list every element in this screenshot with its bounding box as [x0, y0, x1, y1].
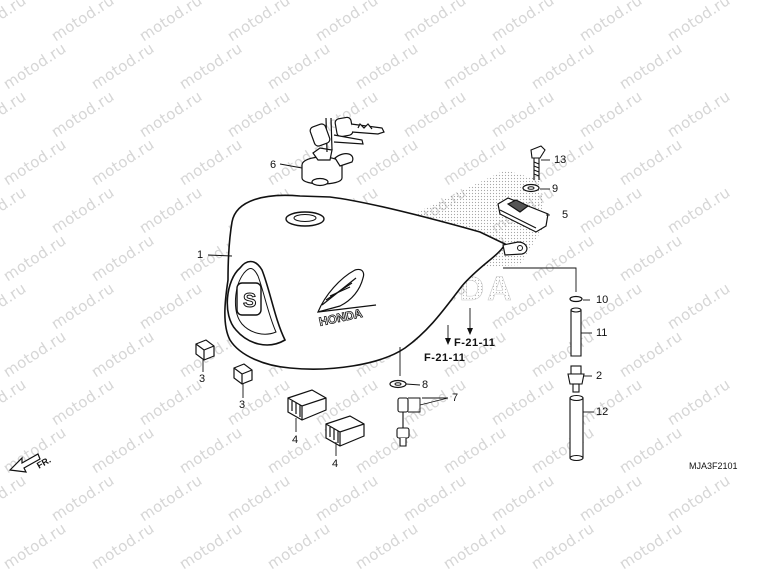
- rubber-mount-4b: [325, 415, 365, 447]
- tank-emblem-letter: S: [243, 290, 256, 312]
- leader-lines: [202, 159, 594, 456]
- callout-5: 5: [562, 209, 569, 221]
- ignition-keys: [309, 116, 385, 147]
- rubber-cushion-3a: [195, 339, 215, 361]
- callout-4a: 4: [292, 434, 299, 446]
- fuel-sensor-7: [396, 397, 410, 447]
- callout-7: 7: [452, 392, 459, 404]
- callout-2: 2: [596, 370, 603, 382]
- callout-11: 11: [596, 327, 608, 339]
- honda-wing-logo: [316, 268, 377, 313]
- hose-12: [569, 394, 584, 462]
- reference-f-21-11-upper[interactable]: F-21-11: [454, 337, 496, 349]
- callout-6: 6: [270, 159, 277, 171]
- callout-3b: 3: [239, 399, 246, 411]
- rubber-mount-4a: [287, 389, 327, 421]
- callout-13: 13: [554, 154, 567, 166]
- callout-12: 12: [596, 406, 609, 418]
- callout-1: 1: [197, 249, 204, 261]
- ref-arrowheads: [445, 328, 473, 345]
- fuel-tank: [224, 194, 507, 370]
- callout-8: 8: [422, 379, 429, 391]
- diagram-code: MJA3F2101: [689, 461, 738, 471]
- fuel-cap-assembly: [301, 117, 354, 187]
- tank-emblem-plate: [236, 282, 262, 316]
- bolt-13: [530, 145, 546, 180]
- front-arrow-icon: [8, 453, 41, 473]
- mount-bracket: [497, 197, 549, 233]
- callout-10: 10: [596, 294, 609, 306]
- clip-10: [569, 295, 583, 303]
- tank-rear-tab: [502, 241, 528, 256]
- callout-4b: 4: [332, 458, 339, 470]
- hose-11: [570, 307, 582, 357]
- reference-f-21-11-lower[interactable]: F-21-11: [424, 352, 466, 364]
- rubber-cushion-3b: [233, 363, 253, 385]
- callout-3a: 3: [199, 373, 206, 385]
- joint-2: [567, 365, 585, 393]
- callout-9: 9: [552, 183, 559, 195]
